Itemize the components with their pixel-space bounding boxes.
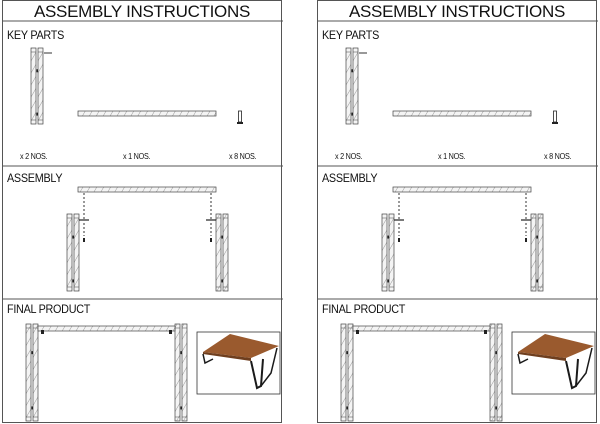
top-board-quantity: x 1 NOS. (123, 151, 151, 161)
leg-board (66, 213, 73, 292)
bolts-quantity: x 8 NOS. (229, 151, 257, 161)
table-photo (511, 331, 596, 395)
bolt-icon (237, 110, 243, 124)
assembly-heading: ASSEMBLY (7, 171, 63, 185)
leg-board (181, 323, 188, 422)
top-board (392, 186, 532, 193)
top-board (77, 186, 217, 193)
leg-board (345, 47, 352, 125)
leg-board (32, 323, 39, 422)
top-board-quantity: x 1 NOS. (438, 151, 466, 161)
leg-board (381, 213, 388, 292)
leg-board (215, 213, 222, 292)
instruction-panel: ASSEMBLY INSTRUCTIONS KEY PARTS ASSEMBLY… (2, 0, 283, 423)
bolt-icon (552, 110, 558, 124)
legs-quantity: x 2 NOS. (20, 151, 48, 161)
leg-board (37, 47, 44, 125)
assembly-heading: ASSEMBLY (322, 171, 378, 185)
top-board (77, 110, 217, 117)
key-parts-heading: KEY PARTS (322, 28, 380, 42)
table-photo (196, 331, 281, 395)
legs-quantity: x 2 NOS. (335, 151, 363, 161)
final-product-heading: FINAL PRODUCT (322, 302, 406, 316)
top-board (37, 325, 176, 332)
final-product-heading: FINAL PRODUCT (7, 302, 91, 316)
leg-board (530, 213, 537, 292)
leg-board (496, 323, 503, 422)
instruction-panel: ASSEMBLY INSTRUCTIONS KEY PARTS ASSEMBLY… (317, 0, 598, 423)
top-board (352, 325, 491, 332)
key-parts-heading: KEY PARTS (7, 28, 65, 42)
leg-board (340, 323, 347, 422)
leg-board (352, 47, 359, 125)
leg-board (73, 213, 80, 292)
leg-board (388, 213, 395, 292)
leg-board (489, 323, 496, 422)
top-board (392, 110, 532, 117)
leg-board (222, 213, 229, 292)
leg-board (25, 323, 32, 422)
leg-board (174, 323, 181, 422)
leg-board (347, 323, 354, 422)
panel-title: ASSEMBLY INSTRUCTIONS (33, 2, 250, 21)
leg-board (30, 47, 37, 125)
bolts-quantity: x 8 NOS. (544, 151, 572, 161)
leg-board (537, 213, 544, 292)
panel-title: ASSEMBLY INSTRUCTIONS (348, 2, 565, 21)
